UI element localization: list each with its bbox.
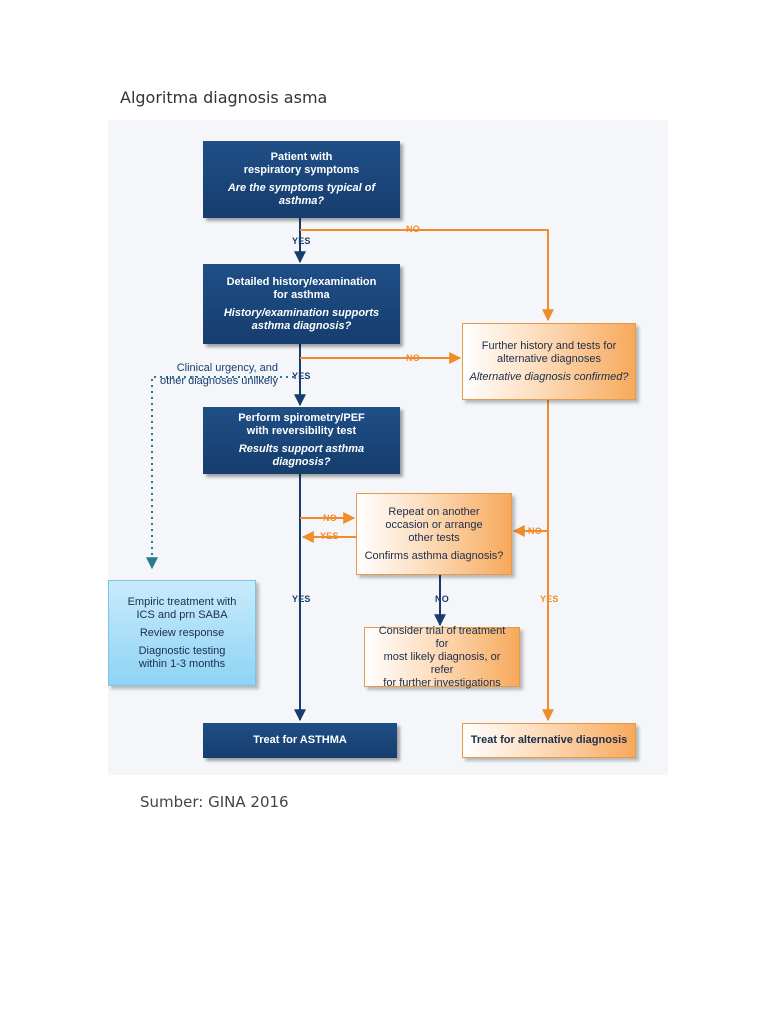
node-text: for asthma <box>273 288 330 301</box>
node-text: Repeat on another <box>388 505 480 518</box>
node-spirometry: Perform spirometry/PEF with reversibilit… <box>203 407 400 474</box>
node-treat-alternative: Treat for alternative diagnosis <box>462 723 636 758</box>
node-treat-asthma: Treat for ASTHMA <box>203 723 397 758</box>
node-question: Alternative diagnosis confirmed? <box>469 370 629 383</box>
node-text: alternative diagnoses <box>497 352 601 365</box>
node-question: Confirms asthma diagnosis? <box>364 549 504 562</box>
edge-label-yes: YES <box>320 531 339 541</box>
edge-label-no: NO <box>323 513 337 523</box>
edge-label-yes: YES <box>292 594 311 604</box>
node-patient-symptoms: Patient with respiratory symptoms Are th… <box>203 141 400 218</box>
node-text: respiratory symptoms <box>243 164 360 176</box>
node-text: Perform spirometry/PEF <box>238 412 365 424</box>
page-title: Algoritma diagnosis asma <box>120 88 328 107</box>
node-text: Empiric treatment with <box>127 595 237 608</box>
node-question: Are the symptoms typical of asthma? <box>227 182 376 207</box>
node-detailed-history: Detailed history/examination for asthma … <box>203 264 400 344</box>
edge-label-no: NO <box>435 594 449 604</box>
arrow-start-no-to-further <box>300 229 554 322</box>
node-further-history-tests: Further history and tests for alternativ… <box>462 323 636 400</box>
asthma-diagnosis-flowchart: Patient with respiratory symptoms Are th… <box>108 120 668 775</box>
node-question: History/examination supports <box>223 306 380 319</box>
edge-label-yes: YES <box>540 594 559 604</box>
source-caption: Sumber: GINA 2016 <box>140 793 289 811</box>
node-text: with reversibility test <box>246 425 357 437</box>
edge-label-no: NO <box>406 224 420 234</box>
node-empiric-treatment: Empiric treatment with ICS and prn SABA … <box>108 580 256 686</box>
edge-label-yes: YES <box>292 371 311 381</box>
node-question: asthma diagnosis? <box>251 319 352 332</box>
edge-label-no: NO <box>528 526 542 536</box>
note-text: other diagnoses unlikely <box>159 375 278 387</box>
node-text: Detailed history/examination <box>226 275 377 288</box>
node-repeat-tests: Repeat on another occasion or arrange ot… <box>356 493 512 575</box>
node-text: Consider trial of treatment for <box>378 624 506 650</box>
note-text: Clinical urgency, and <box>176 362 278 374</box>
node-text: most likely diagnosis, or refer <box>383 650 501 676</box>
node-text: Further history and tests for <box>481 339 617 352</box>
node-text: occasion or arrange <box>385 518 483 531</box>
side-note-clinical-urgency: Clinical urgency, and other diagnoses un… <box>148 362 278 388</box>
edge-label-yes: YES <box>292 236 311 246</box>
node-text: Diagnostic testing <box>138 644 226 657</box>
node-text: ICS and prn SABA <box>136 608 228 621</box>
node-text: Treat for ASTHMA <box>253 734 347 746</box>
edge-label-no: NO <box>406 353 420 363</box>
node-question: Results support asthma diagnosis? <box>238 443 365 468</box>
node-consider-trial: Consider trial of treatment for most lik… <box>364 624 520 689</box>
node-text: Review response <box>139 626 225 639</box>
node-text: other tests <box>408 531 460 544</box>
node-text: Treat for alternative diagnosis <box>470 734 628 746</box>
node-text: for further investigations <box>383 676 501 689</box>
node-text: within 1-3 months <box>138 657 226 670</box>
node-text: Patient with <box>270 151 333 163</box>
flowchart-connectors <box>146 218 554 722</box>
